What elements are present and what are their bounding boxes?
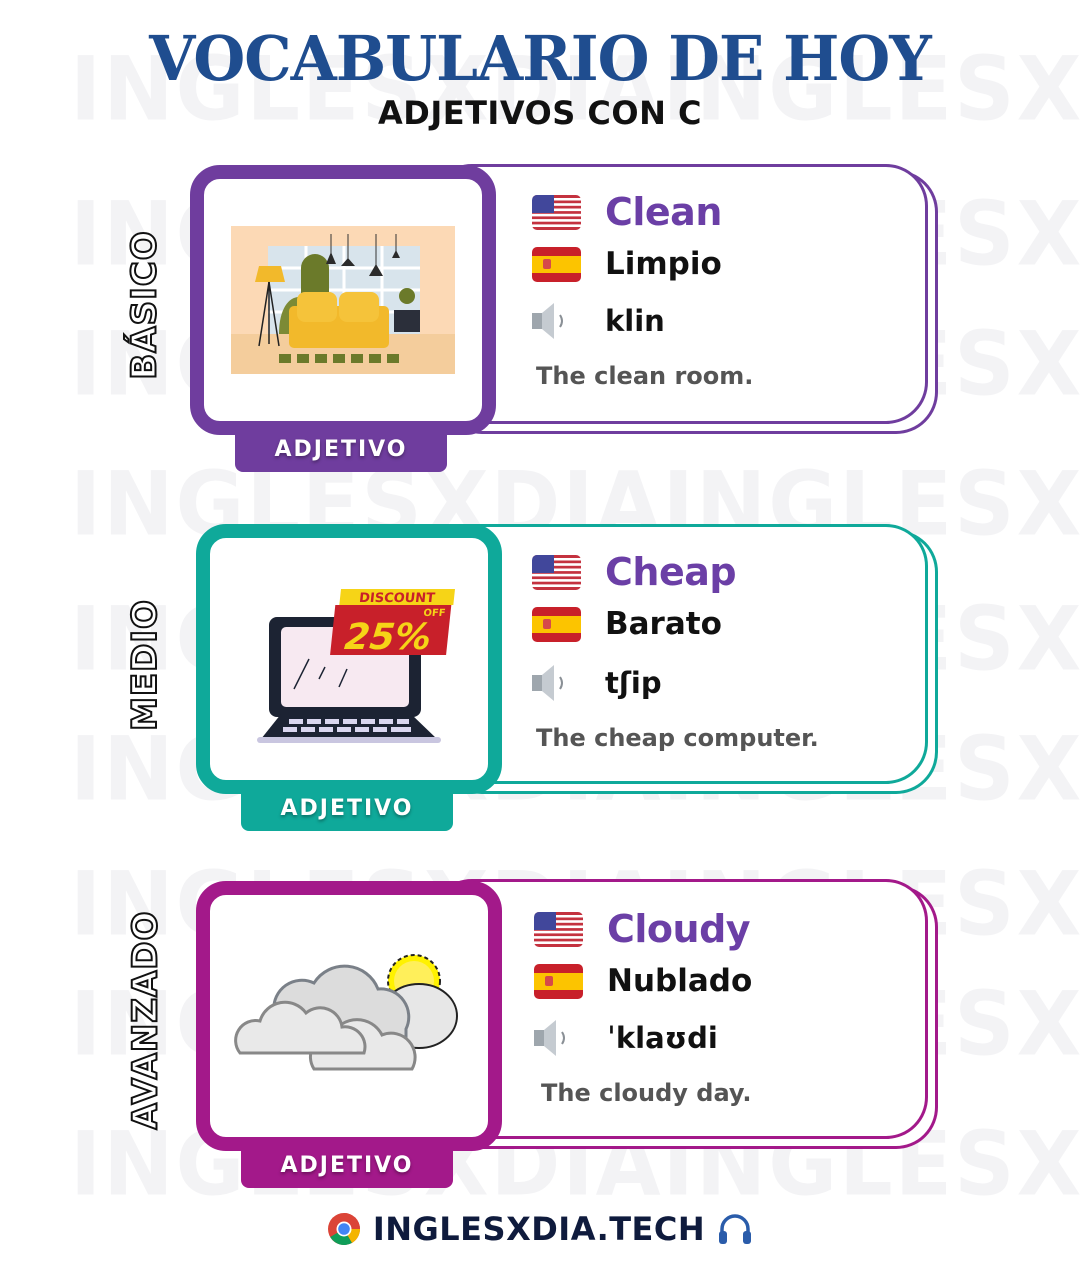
headphones-icon <box>719 1214 752 1244</box>
card-front-panel <box>430 524 928 784</box>
laptop-discount-illustration: DISCOUNT OFF 25% <box>257 589 455 743</box>
phonetic-text: tʃip <box>605 666 662 700</box>
phonetic-text: ˈklaʊdi <box>607 1021 718 1055</box>
speaker-icon[interactable] <box>534 1018 583 1058</box>
english-row: Clean <box>532 190 722 234</box>
card-front-panel <box>430 879 928 1139</box>
speaker-icon[interactable] <box>532 301 581 341</box>
living-room-illustration <box>231 226 455 374</box>
spanish-word: Barato <box>605 606 722 642</box>
svg-text:DISCOUNT: DISCOUNT <box>358 591 435 606</box>
spain-flag-icon <box>532 606 581 642</box>
example-sentence: The cheap computer. <box>536 724 819 752</box>
spanish-row: Limpio <box>532 244 722 284</box>
english-row: Cheap <box>532 550 737 594</box>
word-type-tag: ADJETIVO <box>241 786 453 831</box>
pronunciation-row[interactable]: ˈklaʊdi <box>534 1017 718 1059</box>
page-subtitle: ADJETIVOS CON C <box>377 94 702 132</box>
level-label: AVANZADO <box>124 910 166 1131</box>
phonetic-text: klin <box>605 304 665 338</box>
clouds-sun-illustration <box>234 954 458 1071</box>
spanish-row: Nublado <box>534 961 752 1001</box>
level-label: MEDIO <box>124 598 166 732</box>
spanish-row: Barato <box>532 604 722 644</box>
word-type-tag: ADJETIVO <box>235 427 447 472</box>
english-row: Cloudy <box>534 907 751 951</box>
page-title: VOCABULARIO DE HOY <box>149 22 932 95</box>
vocab-card-cloudy: AVANZADO ADJETIVO Cloudy <box>0 875 1080 1188</box>
speaker-icon[interactable] <box>532 663 581 703</box>
vocab-card-clean: BÁSICO ADJETIVO <box>0 160 1080 472</box>
vocab-card-cheap: MEDIO DISCOUNT OFF 25% ADJETIVO <box>0 520 1080 831</box>
us-flag-icon <box>532 554 581 590</box>
footer: INGLESXDIA.TECH <box>0 1210 1080 1248</box>
svg-text:25%: 25% <box>343 616 434 658</box>
level-label: BÁSICO <box>124 229 166 380</box>
english-word: Cheap <box>605 550 737 594</box>
pronunciation-row[interactable]: klin <box>532 300 665 342</box>
site-url[interactable]: INGLESXDIA.TECH <box>372 1210 706 1248</box>
spanish-word: Limpio <box>605 246 722 282</box>
discount-badge: DISCOUNT OFF 25% <box>330 589 455 658</box>
example-sentence: The cloudy day. <box>541 1079 752 1107</box>
svg-text:OFF: OFF <box>423 608 446 619</box>
pronunciation-row[interactable]: tʃip <box>532 662 662 704</box>
image-frame <box>190 165 496 435</box>
spanish-word: Nublado <box>607 963 753 999</box>
example-sentence: The clean room. <box>536 362 754 390</box>
spain-flag-icon <box>534 963 583 999</box>
us-flag-icon <box>532 194 581 230</box>
us-flag-icon <box>534 911 583 947</box>
word-type-tag: ADJETIVO <box>241 1143 453 1188</box>
english-word: Cloudy <box>607 907 751 951</box>
english-word: Clean <box>605 190 722 234</box>
image-frame <box>196 881 502 1151</box>
card-front-panel <box>430 164 928 424</box>
spain-flag-icon <box>532 246 581 282</box>
chrome-icon <box>327 1213 360 1246</box>
image-frame: DISCOUNT OFF 25% <box>196 524 502 794</box>
